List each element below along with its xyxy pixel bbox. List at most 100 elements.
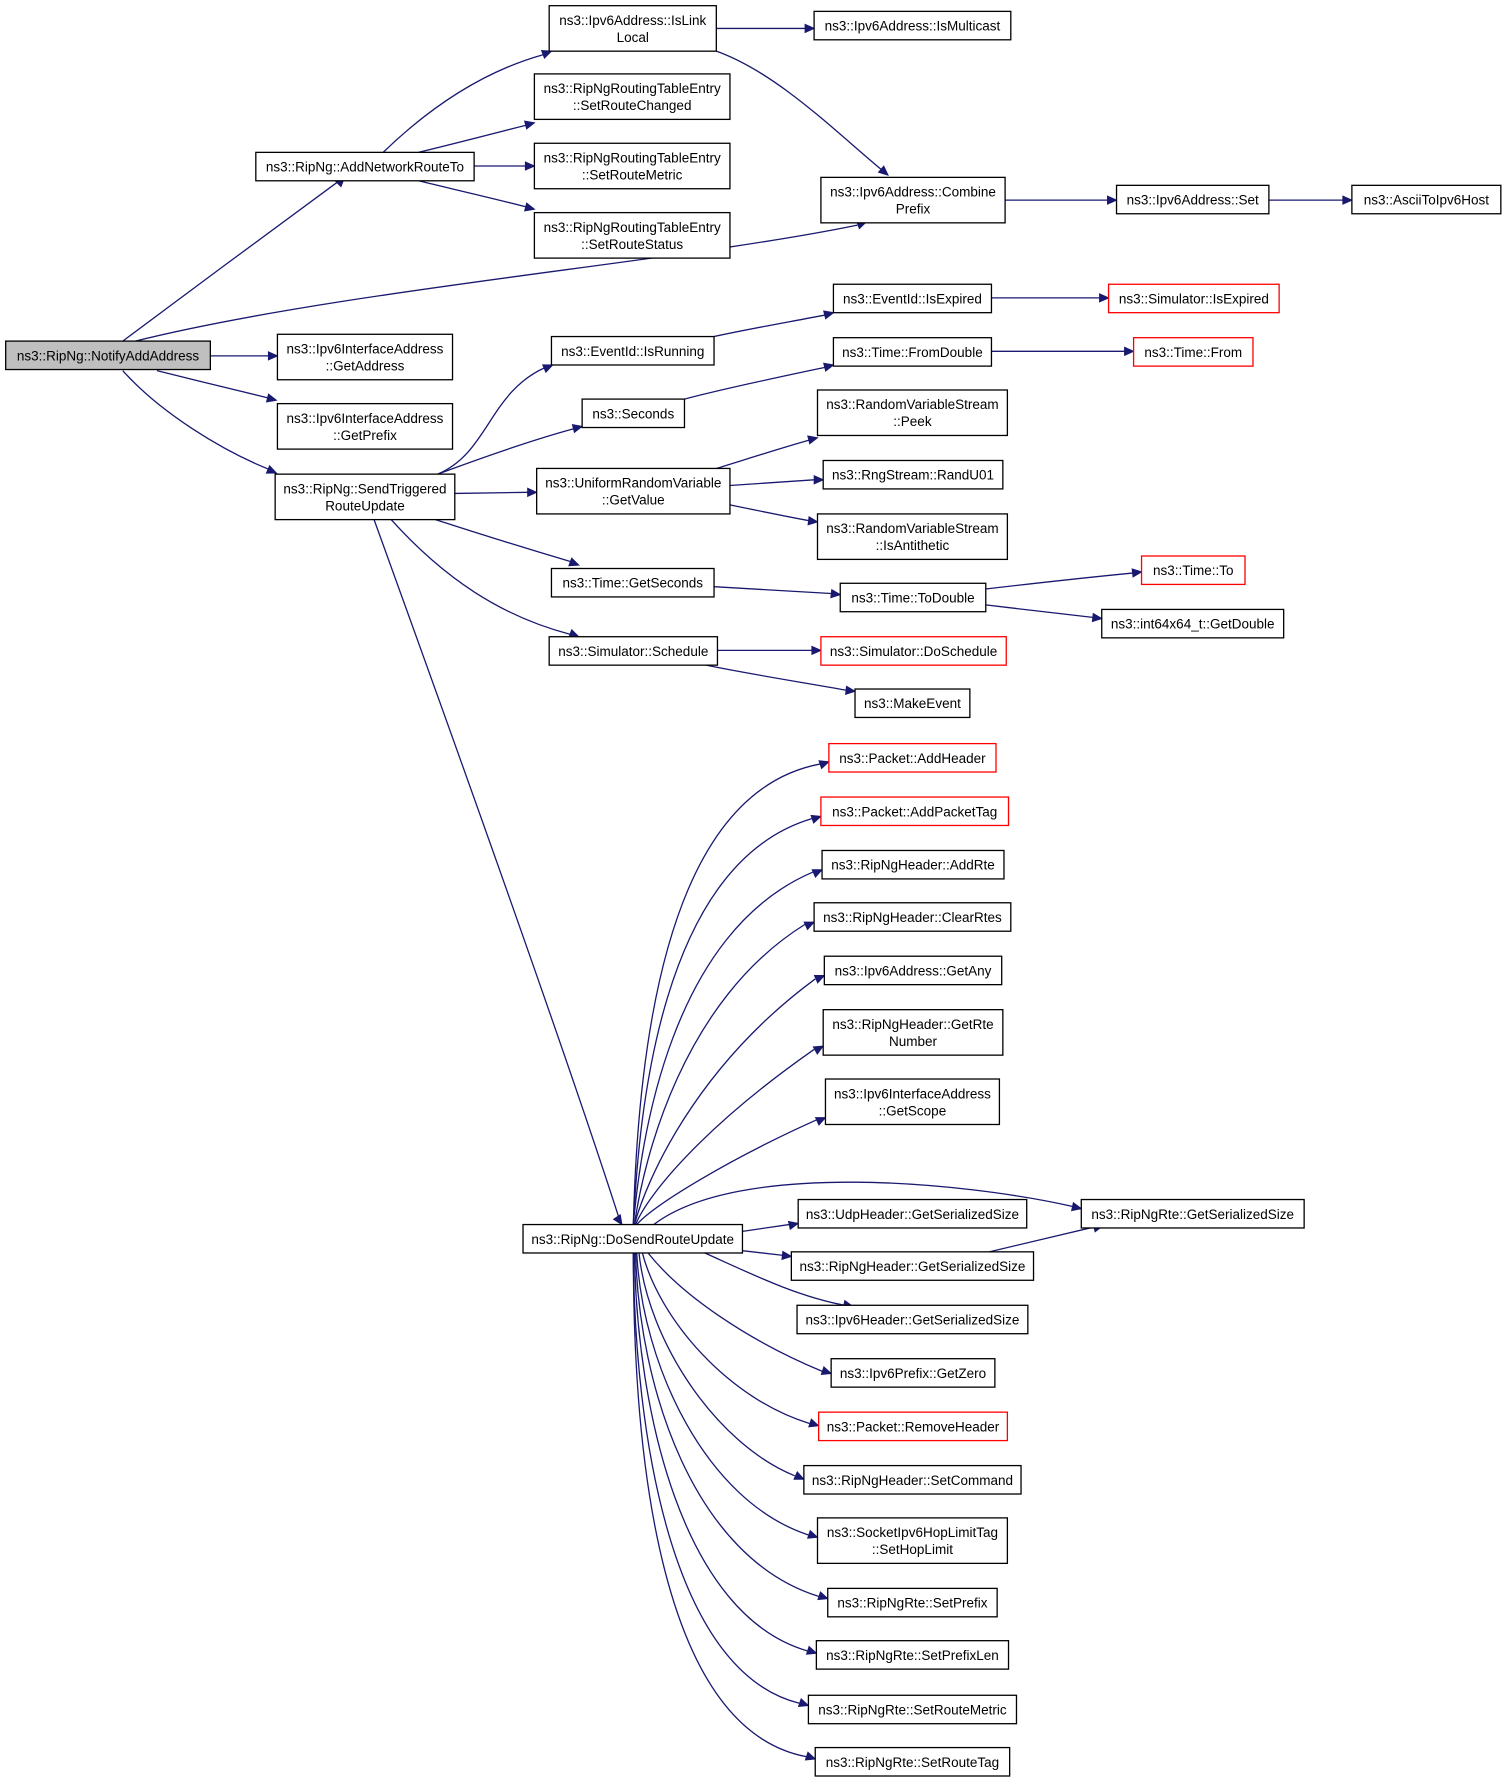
edge-urvgetvalue-to-peek [716,435,819,470]
edge-line [435,518,571,563]
edge-dosend-to-getany [633,975,826,1225]
node-setroutestatus[interactable]: ns3::RipNgRoutingTableEntry::SetRouteSta… [533,211,731,259]
node-makeevent[interactable]: ns3::MakeEvent [854,688,971,719]
node-label: ns3::EventId::IsExpired [843,291,982,306]
node-setcommand[interactable]: ns3::RipNgHeader::SetCommand [803,1464,1022,1495]
edge-line [989,1226,1096,1253]
node-hdrgss[interactable]: ns3::RipNgHeader::GetSerializedSize [790,1251,1035,1281]
edge-fromdouble-to-timefrom [991,346,1135,357]
node-label: ::SetRouteChanged [573,98,692,113]
node-todouble[interactable]: ns3::Time::ToDouble [839,582,987,613]
edge-arrowhead [265,464,278,474]
node-fromdouble[interactable]: ns3::Time::FromDouble [832,337,993,367]
edge-line [636,1119,817,1225]
node-box [824,1078,1001,1126]
edge-arrowhead [813,475,825,485]
node-addrset[interactable]: ns3::Ipv6Address::Set [1115,184,1270,215]
node-box [1107,283,1280,314]
node-isexpired[interactable]: ns3::EventId::IsExpired [832,283,993,314]
edge-urvgetvalue-to-isantithetic [729,504,819,526]
node-addpackettag[interactable]: ns3::Packet::AddPacketTag [820,796,1010,827]
edge-notify-to-addnet [122,176,346,342]
edge-arrowhead [265,393,278,403]
edge-islinklocal-to-combineprefix [716,50,889,176]
node-label: ns3::Time::To [1153,563,1234,578]
edge-line [382,53,544,153]
node-urvgetvalue[interactable]: ns3::UniformRandomVariable::GetValue [536,467,731,515]
node-box [790,1251,1035,1281]
node-timeto[interactable]: ns3::Time::To [1140,555,1246,586]
node-setprefixlen[interactable]: ns3::RipNgRte::SetPrefixLen [815,1640,1010,1670]
node-box [1351,184,1502,215]
node-simisexpired[interactable]: ns3::Simulator::IsExpired [1107,283,1280,314]
node-box [820,796,1010,827]
node-asciitoipv6[interactable]: ns3::AsciiToIpv6Host [1351,184,1502,215]
node-label: ns3::Packet::AddPacketTag [832,804,997,819]
node-getany[interactable]: ns3::Ipv6Address::GetAny [823,955,1003,986]
node-rtegss[interactable]: ns3::RipNgRte::GetSerializedSize [1080,1198,1305,1229]
node-getscope[interactable]: ns3::Ipv6InterfaceAddress::GetScope [824,1078,1001,1126]
node-isrunning[interactable]: ns3::EventId::IsRunning [550,335,715,366]
node-getprefix[interactable]: ns3::Ipv6InterfaceAddress::GetPrefix [276,402,454,450]
edge-line [454,491,528,495]
node-setroutemetric_r[interactable]: ns3::RipNgRte::SetRouteMetric [807,1694,1018,1725]
edge-arrowhead [524,202,536,212]
node-timefrom[interactable]: ns3::Time::From [1132,337,1254,367]
node-addnet[interactable]: ns3::RipNg::AddNetworkRouteTo [255,151,475,182]
node-label: ns3::RipNg::NotifyAddAddress [17,348,200,363]
edge-arrowhead [877,165,889,176]
node-label: ns3::Ipv6Header::GetSerializedSize [806,1312,1020,1327]
node-getseconds[interactable]: ns3::Time::GetSeconds [550,567,715,598]
node-notify[interactable]: ns3::RipNg::NotifyAddAddress [5,340,212,371]
edge-isexpired-to-simisexpired [991,293,1110,303]
edge-line [634,1048,815,1225]
node-seconds[interactable]: ns3::Seconds [581,398,686,429]
node-ismulticast[interactable]: ns3::Ipv6Address::IsMulticast [813,10,1012,41]
node-setroutechanged[interactable]: ns3::RipNgRoutingTableEntry::SetRouteCha… [533,73,731,121]
edge-dosend-to-getrtenumber [634,1045,825,1225]
edge-isrunning-to-isexpired [713,310,835,338]
node-peek[interactable]: ns3::RandomVariableStream::Peek [816,389,1009,437]
node-udpgss[interactable]: ns3::UdpHeader::GetSerializedSize [797,1198,1028,1229]
node-setprefix[interactable]: ns3::RipNgRte::SetPrefix [827,1587,998,1618]
edge-getseconds-to-todouble [714,586,842,599]
node-setroutetag[interactable]: ns3::RipNgRte::SetRouteTag [814,1746,1011,1777]
node-addheader[interactable]: ns3::Packet::AddHeader [828,742,997,773]
node-label: ns3::MakeEvent [864,696,961,711]
edge-arrowhead [1124,346,1135,357]
node-label: RouteUpdate [325,498,405,513]
node-clearrtes[interactable]: ns3::RipNgHeader::ClearRtes [813,902,1012,932]
node-schedule[interactable]: ns3::Simulator::Schedule [548,636,719,666]
node-randu01[interactable]: ns3::RngStream::RandU01 [822,459,1004,490]
node-label: ::Peek [893,414,932,429]
node-label: ns3::RipNgRte::GetSerializedSize [1091,1207,1294,1222]
edge-addnet-to-setroutechanged [418,120,536,153]
node-isantithetic[interactable]: ns3::RandomVariableStream::IsAntithetic [816,513,1009,561]
node-box [796,1304,1029,1335]
node-getaddress[interactable]: ns3::Ipv6InterfaceAddress::GetAddress [276,333,454,381]
node-dosend[interactable]: ns3::RipNg::DoSendRouteUpdate [522,1223,744,1254]
node-label: ns3::RipNgRte::SetPrefixLen [826,1648,999,1663]
edge-line [716,439,810,470]
node-label: ns3::Ipv6Address::IsLink [559,13,706,28]
node-addrte[interactable]: ns3::RipNgHeader::AddRte [821,849,1005,880]
node-label: ns3::RipNgRoutingTableEntry [544,220,721,235]
node-sethoplimit[interactable]: ns3::SocketIpv6HopLimitTag::SetHopLimit [816,1517,1009,1565]
node-label: ns3::Time::ToDouble [851,591,974,606]
node-ipv6gss[interactable]: ns3::Ipv6Header::GetSerializedSize [796,1304,1029,1335]
node-doschedule[interactable]: ns3::Simulator::DoSchedule [820,636,1007,666]
node-label: ::GetPrefix [333,428,397,443]
edge-notify-to-getprefix [156,370,278,403]
node-getdouble[interactable]: ns3::int64x64_t::GetDouble [1101,608,1285,639]
node-getzero[interactable]: ns3::Ipv6Prefix::GetZero [830,1358,996,1388]
edge-combineprefix-to-addrset [1005,195,1118,205]
node-removeheader[interactable]: ns3::Packet::RemoveHeader [817,1411,1009,1442]
node-setroutemetric_e[interactable]: ns3::RipNgRoutingTableEntry::SetRouteMet… [533,142,731,190]
edge-sendtriggered-to-seconds [437,424,584,475]
node-label: ns3::RipNgRoutingTableEntry [544,81,721,96]
edge-arrowhead [803,921,816,931]
